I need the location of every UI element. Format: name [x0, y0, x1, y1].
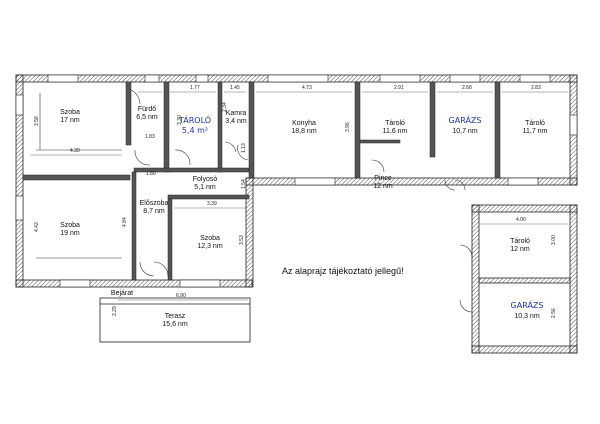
interior-walls: [22, 81, 501, 281]
room-name-tarolo-1: Tároló: [385, 120, 405, 127]
room-area-furdo: 6,5 nm: [136, 114, 158, 121]
room-name-konyha: Konyha: [292, 120, 316, 127]
disclaimer-note: Az alaprajz tájékoztató jellegű!: [282, 266, 404, 276]
dim-label: 1.77: [190, 85, 200, 91]
room-area-tarolo-handwritten: 5,4 m²: [181, 126, 209, 135]
dim-label: 3.96: [345, 122, 351, 132]
room-name-garazs-1: GARÁZS: [448, 116, 482, 125]
dim-label: 2.29: [112, 306, 118, 316]
room-name-folyoso: Folyosó: [192, 176, 218, 183]
room-name-pince: Pince: [374, 175, 392, 182]
dim-label: 6.90: [176, 293, 186, 299]
room-area-konyha: 18,8 nm: [291, 128, 317, 135]
room-name-kamra: Kamra: [225, 110, 247, 117]
dim-label: 2.91: [394, 85, 404, 91]
dim-label: 2.56: [551, 308, 557, 318]
terrace-outline: [99, 297, 251, 343]
room-name-eloszoba: Előszoba: [139, 200, 169, 207]
dim-label: 2.83: [531, 85, 541, 91]
dim-label: 4.30: [70, 148, 80, 154]
entrance-label: Bejárat: [110, 290, 134, 297]
dim-label: 1.80: [146, 171, 156, 177]
dim-label: 1.83: [145, 134, 155, 140]
dim-label: 3.58: [34, 116, 40, 126]
room-name-tarolo-3: Tároló: [510, 238, 530, 245]
room-name-terasz: Terasz: [164, 313, 186, 320]
room-area-tarolo-2: 11,7 nm: [522, 128, 548, 135]
room-area-garazs-2: 10,3 nm: [514, 313, 540, 320]
furniture-lines: [36, 93, 122, 259]
dim-label: 2.68: [462, 85, 472, 91]
door-swings: [130, 89, 473, 313]
dim-label: 2.34: [222, 102, 228, 112]
room-name-szoba-1: Szoba: [60, 109, 80, 116]
windows: [15, 74, 578, 288]
room-area-szoba-1: 17 nm: [60, 117, 80, 124]
dim-label: 4.42: [34, 222, 40, 232]
room-area-pince: 12 nm: [373, 183, 393, 190]
room-name-szoba-2: Szoba: [60, 222, 80, 229]
room-area-folyoso: 5,1 nm: [194, 184, 216, 191]
dim-label: 1.45: [230, 85, 240, 91]
room-area-kamra: 3,4 nm: [225, 118, 247, 125]
annex-walls: [471, 204, 578, 354]
room-name-furdo: Fürdő: [137, 106, 157, 113]
room-name-szoba-3: Szoba: [200, 235, 220, 242]
room-name-garazs-2: GARÁZS: [510, 301, 544, 310]
dim-label: 4.00: [516, 217, 526, 223]
dim-label: 4.73: [302, 85, 312, 91]
room-area-tarolo-3: 12 nm: [510, 246, 530, 253]
dim-label: 1.54: [241, 179, 247, 189]
dim-label: 3.53: [239, 235, 245, 245]
dim-label: 3.00: [551, 235, 557, 245]
room-name-tarolo-handwritten: TÁROLÓ: [178, 116, 212, 125]
dim-label: 1.13: [241, 143, 247, 153]
dim-label: 4.84: [122, 217, 128, 227]
room-area-szoba-3: 12,3 nm: [197, 243, 223, 250]
room-name-tarolo-2: Tároló: [525, 120, 545, 127]
room-area-terasz: 15,6 nm: [162, 321, 188, 328]
room-area-garazs-1: 10,7 nm: [452, 128, 478, 135]
room-area-szoba-2: 19 nm: [60, 230, 80, 237]
dim-label: 3.30: [177, 115, 183, 125]
room-area-tarolo-1: 11,6 nm: [382, 128, 408, 135]
dimension-lines: [30, 91, 568, 301]
dim-label: 3.39: [207, 201, 217, 207]
room-area-eloszoba: 8,7 nm: [143, 208, 165, 215]
